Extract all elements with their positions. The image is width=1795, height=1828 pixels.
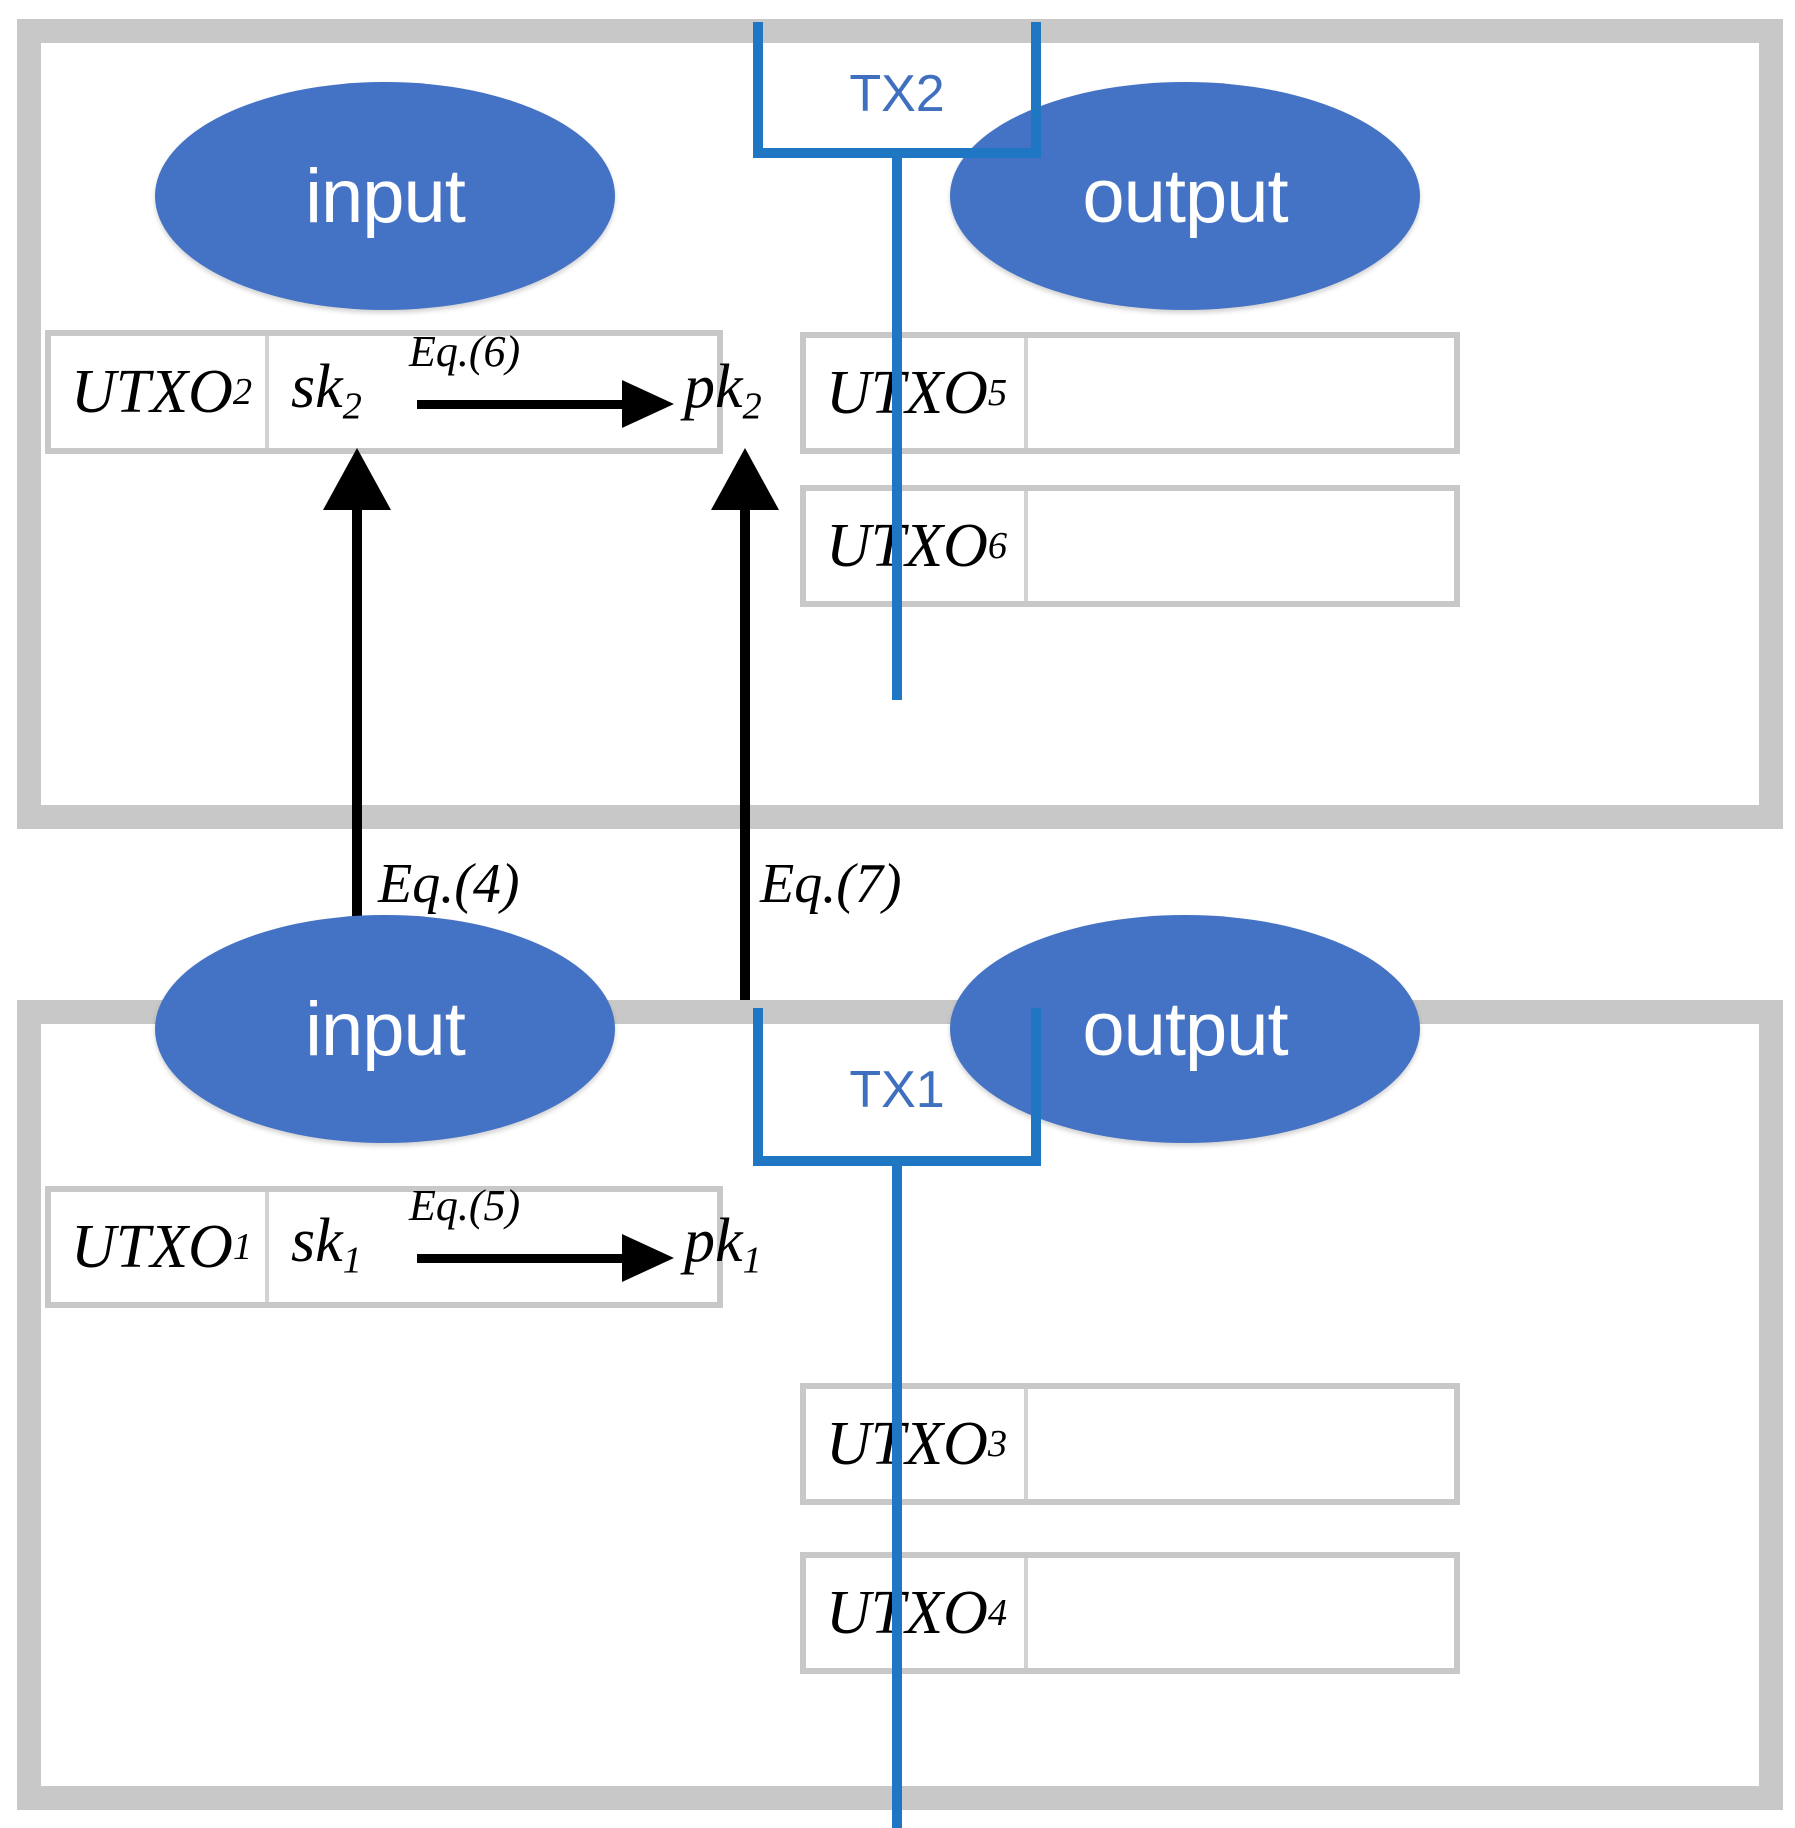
utxo-value-cell [1028, 1558, 1454, 1668]
arrow-shaft [417, 400, 627, 409]
output-ellipse-label: output [1082, 986, 1288, 1072]
public-key-label: pk1 [684, 1207, 762, 1282]
secret-key-label: sk1 [291, 1207, 362, 1282]
utxo-value-cell [1028, 1389, 1454, 1499]
tx1-bracket-right [1031, 1008, 1041, 1166]
utxo-index: 1 [232, 1226, 253, 1268]
utxo-index: 4 [987, 1592, 1008, 1634]
utxo-key-cell: sk2 Eq.(6) pk2 [269, 327, 762, 448]
equation-label-eq6: Eq.(6) [409, 327, 521, 376]
equation-label-eq5: Eq.(5) [409, 1181, 521, 1230]
tx2-label: TX2 [849, 65, 945, 123]
arrow-head [622, 380, 674, 428]
utxo-key-cell: sk1 Eq.(5) pk1 [269, 1181, 762, 1302]
utxo-value-cell [1028, 338, 1454, 448]
utxo-label-text: UTXO [826, 1578, 988, 1647]
tx1-bracket: TX1 [753, 1008, 1041, 1166]
input-ellipse-label: input [305, 986, 466, 1072]
utxo-value-cell [1028, 491, 1454, 601]
input-ellipse-tx2: input [155, 82, 615, 310]
public-key-label: pk2 [684, 353, 762, 428]
utxo-index: 5 [987, 372, 1008, 414]
secret-key-label: sk2 [291, 353, 362, 428]
utxo-label-text: UTXO [71, 357, 233, 426]
tx2-bracket-left [753, 22, 763, 158]
utxo-index: 3 [987, 1423, 1008, 1465]
eq7-arrowhead [711, 448, 779, 510]
tx2-drop-line [892, 152, 902, 700]
arrow-shaft [417, 1254, 627, 1263]
utxo-label-text: UTXO [71, 1212, 233, 1281]
input-ellipse-label: input [305, 153, 466, 239]
tx1-bracket-left [753, 1008, 763, 1166]
equation-label-eq7: Eq.(7) [760, 853, 902, 915]
utxo-label-text: UTXO [826, 358, 988, 427]
tx1-drop-line [892, 1160, 902, 1828]
arrow-head [622, 1234, 674, 1282]
utxo-index: 2 [232, 371, 253, 413]
equation-label-eq4: Eq.(4) [378, 853, 520, 915]
input-ellipse-tx1: input [155, 915, 615, 1143]
utxo-label-text: UTXO [826, 1409, 988, 1478]
output-ellipse-tx2: output [950, 82, 1420, 310]
output-ellipse-tx1: output [950, 915, 1420, 1143]
utxo-label-text: UTXO [826, 511, 988, 580]
output-ellipse-label: output [1082, 153, 1288, 239]
utxo-index: 6 [987, 525, 1008, 567]
eq4-arrowhead [323, 448, 391, 510]
tx2-bracket: TX2 [753, 22, 1041, 158]
eq7-arrow-shaft [740, 505, 750, 1393]
tx2-bracket-right [1031, 22, 1041, 158]
tx1-label: TX1 [849, 1061, 945, 1119]
